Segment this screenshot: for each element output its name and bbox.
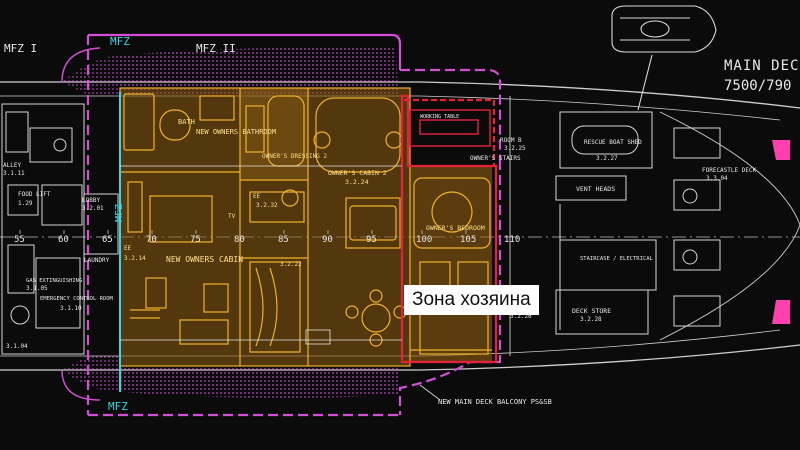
owner-zone-highlight <box>400 94 498 364</box>
balcony-leader <box>419 384 441 401</box>
owners-bathroom-label: NEW OWNERS BATHROOM <box>196 128 276 136</box>
deck-subtitle: 7500/790 <box>724 78 791 94</box>
control-room-label: EMERGENCY CONTROL ROOM <box>40 296 114 302</box>
structure-lines <box>120 165 402 345</box>
owners-stairs-label: OWNER'S STAIRS <box>470 155 521 162</box>
vent-heads-label: VENT HEADS <box>576 185 615 193</box>
tv-label: TV <box>228 213 236 220</box>
owner-area-walls <box>119 87 492 367</box>
frame-number: 85 <box>278 235 289 245</box>
control-code: 3.1.10 <box>60 305 82 312</box>
frame-numbers: 55 60 65 70 75 80 85 90 95 100 105 110 <box>14 230 520 245</box>
forecastle-code: 3.3.04 <box>706 175 728 182</box>
mfz2-label: MFZ II <box>196 42 236 55</box>
frame-number: 105 <box>460 235 476 245</box>
room-b-code: 3.2.25 <box>504 145 526 152</box>
balcony-label: NEW MAIN DECK BALCONY PS&SB <box>438 398 552 406</box>
mfz-hatching <box>62 47 398 398</box>
rescue-shed-label: RESCUE BOAT SHED <box>584 139 642 146</box>
ee-left-code: 3.2.14 <box>124 255 146 262</box>
owner-zone-caption: Зона хозяина <box>404 285 539 315</box>
working-table-label: WORKING TABLE <box>420 114 459 120</box>
code-3104: 3.1.04 <box>6 343 28 350</box>
forecastle-label: FORECASTLE DECK <box>702 167 757 174</box>
deck-store-label: DECK STORE <box>572 307 611 315</box>
lobby-label: LOBBY <box>82 197 100 204</box>
owners-cabin-2-code: 3.2.24 <box>345 178 369 186</box>
tender-boat <box>611 5 717 111</box>
frame-number: 75 <box>190 235 201 245</box>
laundry-label: LAUNDRY <box>84 257 110 264</box>
pink-markers <box>772 140 790 324</box>
deck-title: MAIN DECK <box>724 58 800 74</box>
owners-dressing-label: OWNER'S DRESSING 2 <box>262 153 327 160</box>
food-lift-label: FOOD LIFT <box>18 191 51 198</box>
frame-number: 70 <box>146 235 157 245</box>
frame-number: 95 <box>366 235 377 245</box>
forward-area <box>555 111 721 335</box>
galley-label: ALLEY <box>3 162 21 169</box>
frame-number: 80 <box>234 235 245 245</box>
room-b-label: ROOM B <box>500 137 522 144</box>
deck-store-code: 3.2.28 <box>580 316 602 323</box>
owners-cabin-2-label: OWNER'S CABIN 2 <box>328 169 387 177</box>
frame-number: 100 <box>416 235 432 245</box>
mfz-vertical-label: MFZ <box>114 204 125 222</box>
owners-bedroom-label: OWNER'S BEDROOM <box>426 224 485 232</box>
staircase-label: STAIRCASE / ELECTRICAL <box>580 256 654 262</box>
room-222-code: 3.2.22 <box>280 261 302 268</box>
frame-number: 90 <box>322 235 333 245</box>
ee-left-label: EE <box>124 245 132 252</box>
staircase-code: 3.2.26 <box>510 313 532 320</box>
mfz1-label: MFZ I <box>4 42 37 55</box>
mfz-bottom-label: MFZ <box>108 400 128 413</box>
working-table-box <box>409 109 491 147</box>
new-owners-cabin-label: NEW OWNERS CABIN <box>166 255 243 264</box>
lobby-code: 3.2.01 <box>82 205 104 212</box>
frame-number: 55 <box>14 235 25 245</box>
frame-number: 60 <box>58 235 69 245</box>
frame-number: 110 <box>504 235 520 245</box>
ee-top-label: EE <box>253 193 261 200</box>
bath-label: BATH <box>178 118 195 126</box>
frame-number: 65 <box>102 235 113 245</box>
ee-top-code: 3.2.32 <box>256 202 278 209</box>
mfz-top-label: MFZ <box>110 35 130 48</box>
gas-label: GAS EXTINGUISHING <box>26 278 82 284</box>
gas-code: 3.1.05 <box>26 285 48 292</box>
galley-code: 3.1.11 <box>3 170 25 177</box>
service-area-walls <box>1 103 119 355</box>
food-lift-code: 1.29 <box>18 200 33 207</box>
rescue-code: 3.2.27 <box>596 155 618 162</box>
